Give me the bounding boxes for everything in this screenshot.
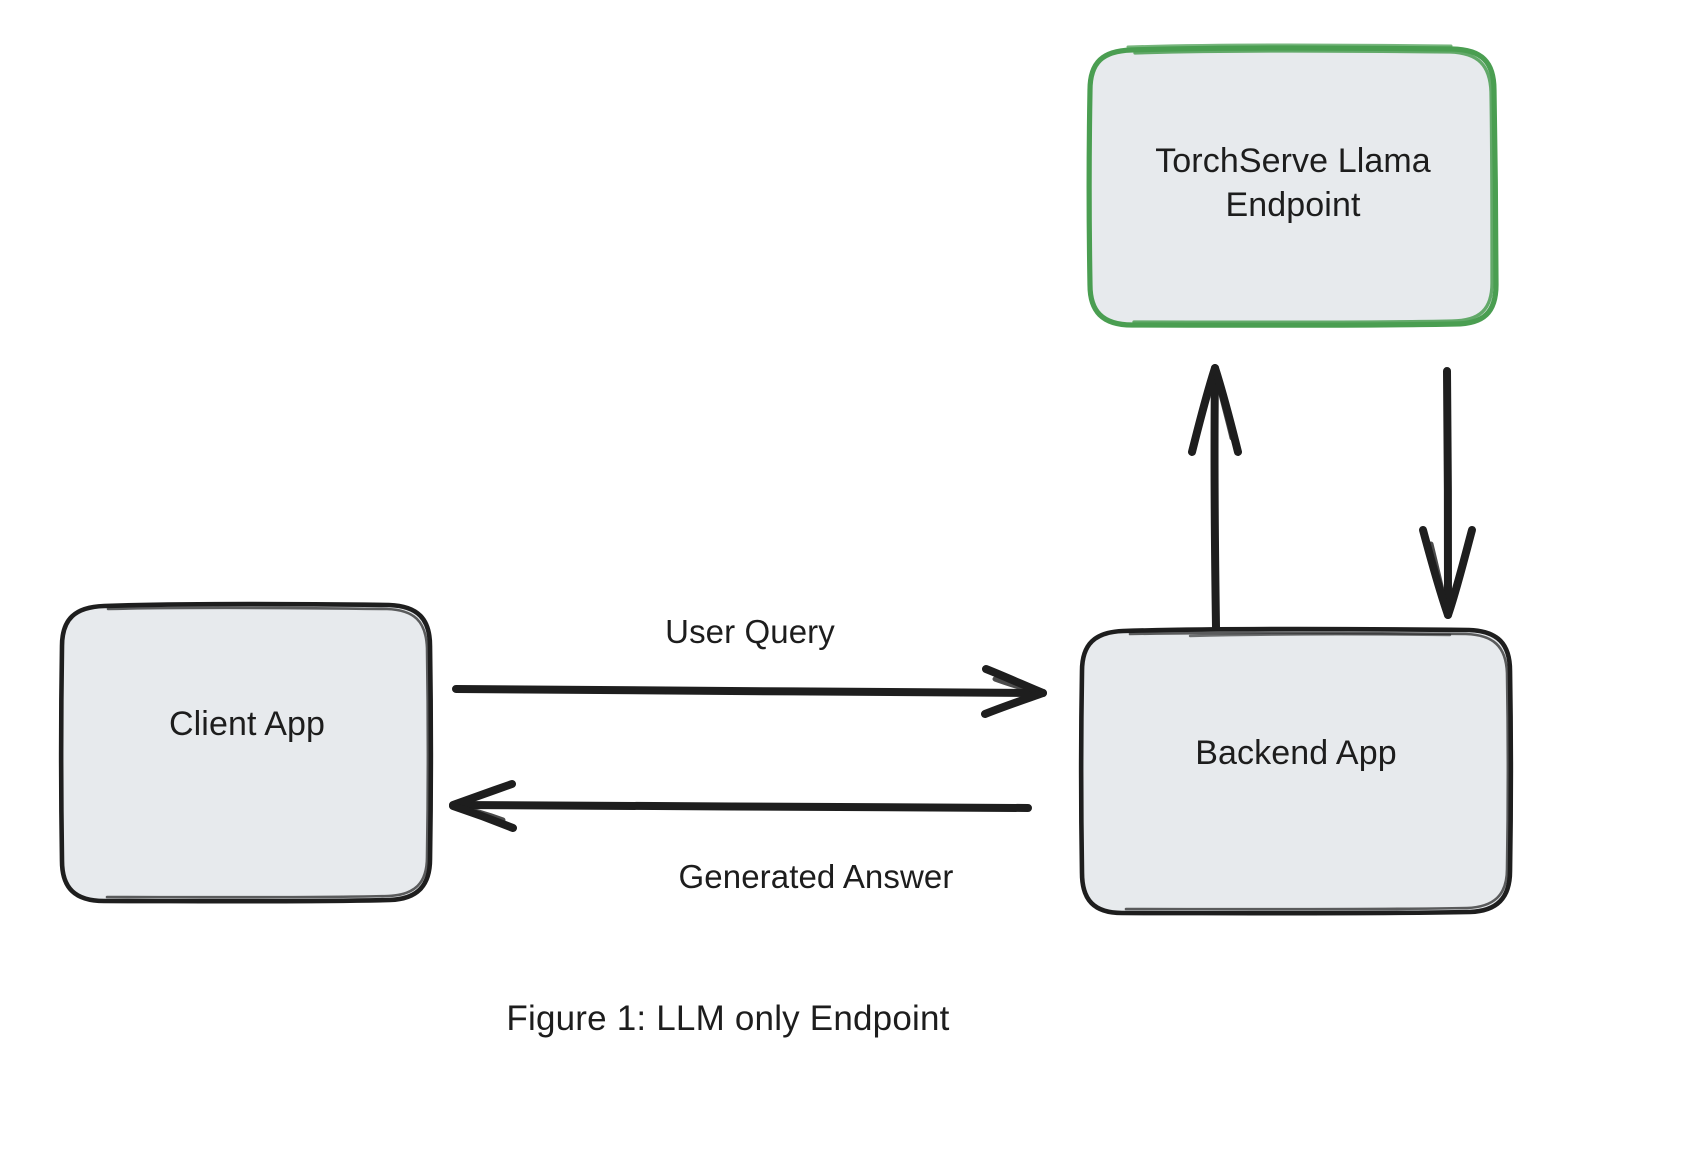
generated-answer-arrowhead-lower-2 [451,803,506,823]
edge-backend-to-torchserve[interactable] [1188,364,1242,631]
generated-answer-line [451,801,1032,812]
node-label-client-app: Client App [169,705,325,743]
edge-torchserve-to-backend[interactable] [1419,367,1476,619]
node-backend-app[interactable] [1078,626,1514,916]
edge-label-user-query: User Query [665,613,835,650]
backend-node-stroke-1 [1078,626,1514,916]
edge-label-generated-answer: Generated Answer [678,858,954,895]
edge-user-query[interactable] [452,665,1047,718]
torchserve-node-stroke-3 [1126,43,1453,49]
torchserve-to-backend-line [1443,367,1452,617]
edge-generated-answer[interactable] [449,780,1032,832]
client-node-fill [62,605,430,901]
backend-node-stroke-2 [1124,631,1510,911]
node-label-torchserve-line-1: TorchServe Llama [1155,142,1431,180]
torchserve-node-stroke-2 [1132,49,1494,324]
backend-node-fill [1082,630,1510,913]
torchserve-node-fill [1090,48,1496,325]
torchserve-to-backend-arrowhead-left-2 [1428,541,1451,616]
backend-to-torchserve-arrowhead-right-2 [1212,367,1235,441]
user-query-arrowhead-upper-2 [992,676,1045,697]
torchserve-node-stroke-1 [1086,45,1499,328]
torchserve-to-backend-arrowhead-right [1444,526,1476,619]
user-query-line [452,685,1044,697]
client-node-stroke-1 [58,601,434,904]
figure-caption: Figure 1: LLM only Endpoint [506,999,950,1038]
client-node-stroke-2 [105,606,430,899]
node-label-backend-app: Backend App [1195,734,1397,772]
backend-to-torchserve-arrowhead-left [1188,364,1219,456]
node-torchserve-llama-endpoint[interactable] [1086,43,1499,328]
node-client-app[interactable] [58,601,434,904]
backend-to-torchserve-line [1210,366,1220,631]
backend-node-stroke-3 [1188,633,1452,638]
node-label-torchserve-line-2: Endpoint [1225,185,1361,224]
